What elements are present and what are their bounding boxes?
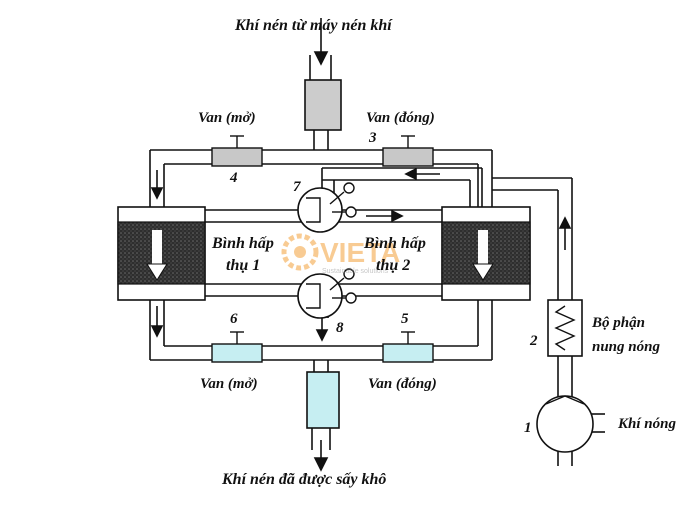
label-heater-line2: nung nóng [592, 339, 660, 355]
watermark-logo: VIETA Sustainable solutions [281, 233, 400, 275]
inlet-chamber [304, 79, 342, 131]
number-3: 3 [368, 130, 377, 146]
label-valve-bottom-right: Van (đóng) [368, 376, 437, 392]
number-2: 2 [529, 333, 538, 349]
valve-5 [382, 331, 434, 363]
valve-3 [382, 135, 434, 167]
label-valve-bottom-left: Van (mở) [200, 376, 258, 392]
switch-valve-8 [297, 268, 357, 319]
switch-valve-7 [297, 182, 357, 233]
label-heater-line1: Bộ phận [591, 315, 645, 331]
label-tank1-line2: thụ 1 [226, 257, 260, 274]
watermark-tagline: Sustainable solutions [322, 268, 389, 275]
number-6: 6 [230, 311, 238, 327]
label-hot-air: Khí nóng [617, 416, 676, 432]
number-7: 7 [293, 179, 301, 195]
valve-4 [211, 135, 263, 167]
label-tank2-line1: Bình hấp [363, 235, 426, 252]
number-4: 4 [229, 170, 238, 186]
label-valve-top-left: Van (mở) [198, 110, 256, 126]
label-valve-top-right: Van (đóng) [366, 110, 435, 126]
number-5: 5 [401, 311, 409, 327]
label-bottom-output: Khí nén đã được sấy khô [221, 471, 386, 488]
tank-2 [441, 206, 531, 301]
flow-arrows [150, 18, 572, 472]
outlet-chamber [306, 371, 340, 429]
blower [536, 395, 594, 453]
number-1: 1 [524, 420, 532, 436]
tank-1 [117, 206, 206, 301]
heater [547, 299, 583, 357]
watermark-brand: VIETA [320, 237, 400, 268]
valve-6 [211, 331, 263, 363]
label-tank2-line2: thụ 2 [376, 257, 410, 274]
label-tank1-line1: Bình hấp [211, 235, 274, 252]
number-8: 8 [336, 320, 344, 336]
label-top-input: Khí nén từ máy nén khí [234, 17, 393, 34]
